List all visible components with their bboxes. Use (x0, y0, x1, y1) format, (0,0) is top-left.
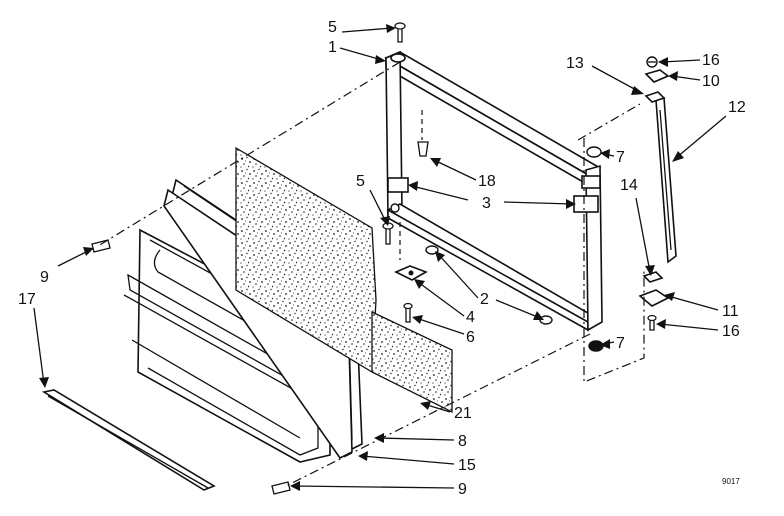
callout-17: 17 (18, 291, 36, 308)
shelf-trim-strip (41, 389, 216, 491)
callout-2: 2 (480, 291, 489, 308)
callout-11: 11 (722, 303, 739, 320)
callout-10: 10 (702, 73, 720, 90)
callout-15: 15 (458, 457, 476, 474)
callout-5-top: 5 (328, 19, 337, 36)
callout-21: 21 (454, 405, 472, 422)
door-insulation (235, 146, 453, 414)
callout-4: 4 (466, 309, 475, 326)
callout-7-lower: 7 (616, 335, 625, 352)
alignment-lines (97, 61, 645, 487)
callout-12: 12 (728, 99, 746, 116)
callout-18: 18 (478, 173, 496, 190)
callout-1: 1 (328, 39, 337, 56)
door-frame (384, 50, 603, 332)
diagram-code: 9017 (722, 477, 740, 486)
callout-5-lower: 5 (356, 173, 365, 190)
callout-6: 6 (466, 329, 475, 346)
callout-8: 8 (458, 433, 467, 450)
callout-3: 3 (482, 195, 491, 212)
callout-9-lower: 9 (458, 481, 467, 498)
callout-labels: 5 1 13 16 10 12 7 18 5 3 14 9 17 2 4 6 1… (18, 19, 746, 498)
callout-9-upper: 9 (40, 269, 49, 286)
callout-13: 13 (566, 55, 584, 72)
callout-14: 14 (620, 177, 638, 194)
callout-16-lower: 16 (722, 323, 740, 340)
callout-7-top: 7 (616, 149, 625, 166)
handle-trim (638, 56, 677, 331)
callout-16-top: 16 (702, 52, 720, 69)
leader-lines (33, 24, 727, 491)
